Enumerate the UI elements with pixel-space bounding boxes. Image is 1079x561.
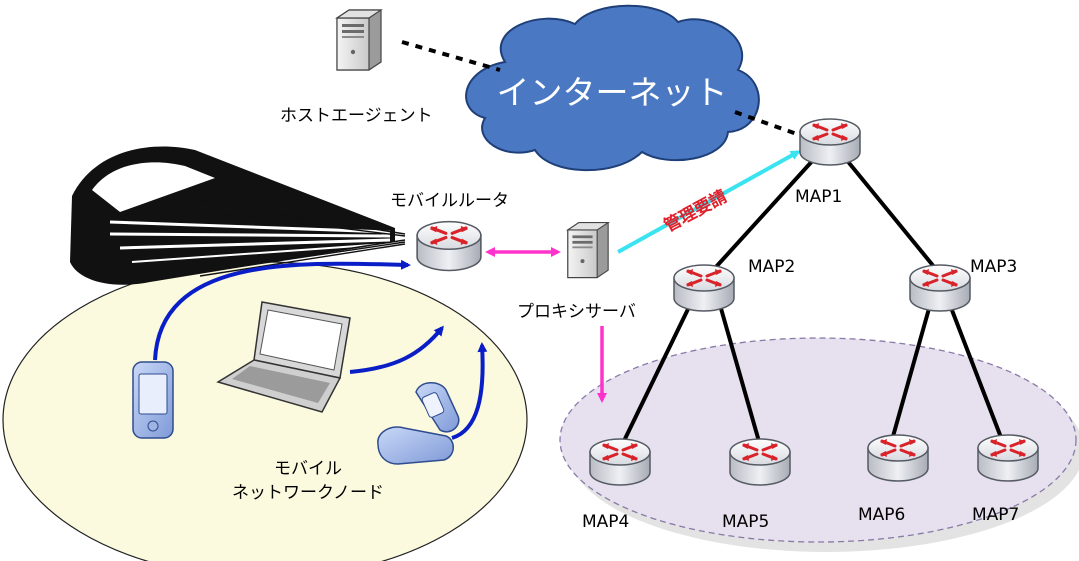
map5-label: MAP5: [722, 512, 769, 532]
map2-label: MAP2: [748, 257, 795, 277]
map-domain-area: [559, 337, 1077, 543]
map3-label: MAP3: [970, 257, 1017, 277]
map1-router-icon: [798, 117, 862, 167]
management-request-arrow: [617, 150, 801, 254]
map6-router-icon: [866, 433, 930, 483]
laptop-to-router-arrow: [349, 325, 444, 374]
link-map1-map3: [843, 156, 937, 270]
pda-to-router-arrow: [153, 259, 411, 361]
map4-label: MAP4: [582, 512, 629, 532]
mobile-network-node-label-line2: ネットワークノード: [232, 483, 384, 503]
map4-router-icon: [588, 437, 652, 487]
link-map3-map6: [890, 304, 932, 441]
pda-icon: [132, 361, 174, 439]
internet-label: インターネット: [497, 73, 728, 112]
link-map2-map5: [718, 304, 762, 446]
map7-label: MAP7: [972, 505, 1019, 525]
mobile-router-icon: [415, 220, 483, 273]
laptop-icon: [216, 301, 351, 413]
map6-label: MAP6: [858, 505, 905, 525]
map7-router-icon: [976, 433, 1040, 483]
proxy-server-label: プロキシサーバ: [517, 302, 636, 322]
map1-label: MAP1: [795, 187, 842, 207]
host-to-internet-link: [401, 40, 501, 72]
phone-to-router-arrow: [451, 342, 488, 440]
host-agent-label: ホストエージェント: [280, 106, 433, 126]
management-request-label: 管理要請: [660, 186, 730, 236]
map5-router-icon: [728, 437, 792, 487]
map-tree-links: [620, 156, 1004, 446]
train-icon: [70, 146, 406, 285]
internet-cloud: インターネット: [465, 4, 760, 172]
link-map3-map7: [948, 304, 1004, 441]
map3-router-icon: [908, 263, 972, 313]
host-agent-server-icon: [336, 9, 382, 71]
mobile-router-label: モバイルルータ: [390, 191, 509, 211]
mobile-network-node-label-line1: モバイル: [274, 459, 342, 479]
proxy-server-icon: [567, 222, 609, 279]
map2-router-icon: [672, 263, 736, 313]
link-map1-map2: [713, 156, 817, 270]
link-map2-map4: [620, 304, 692, 446]
flip-phone-icon: [377, 382, 460, 465]
